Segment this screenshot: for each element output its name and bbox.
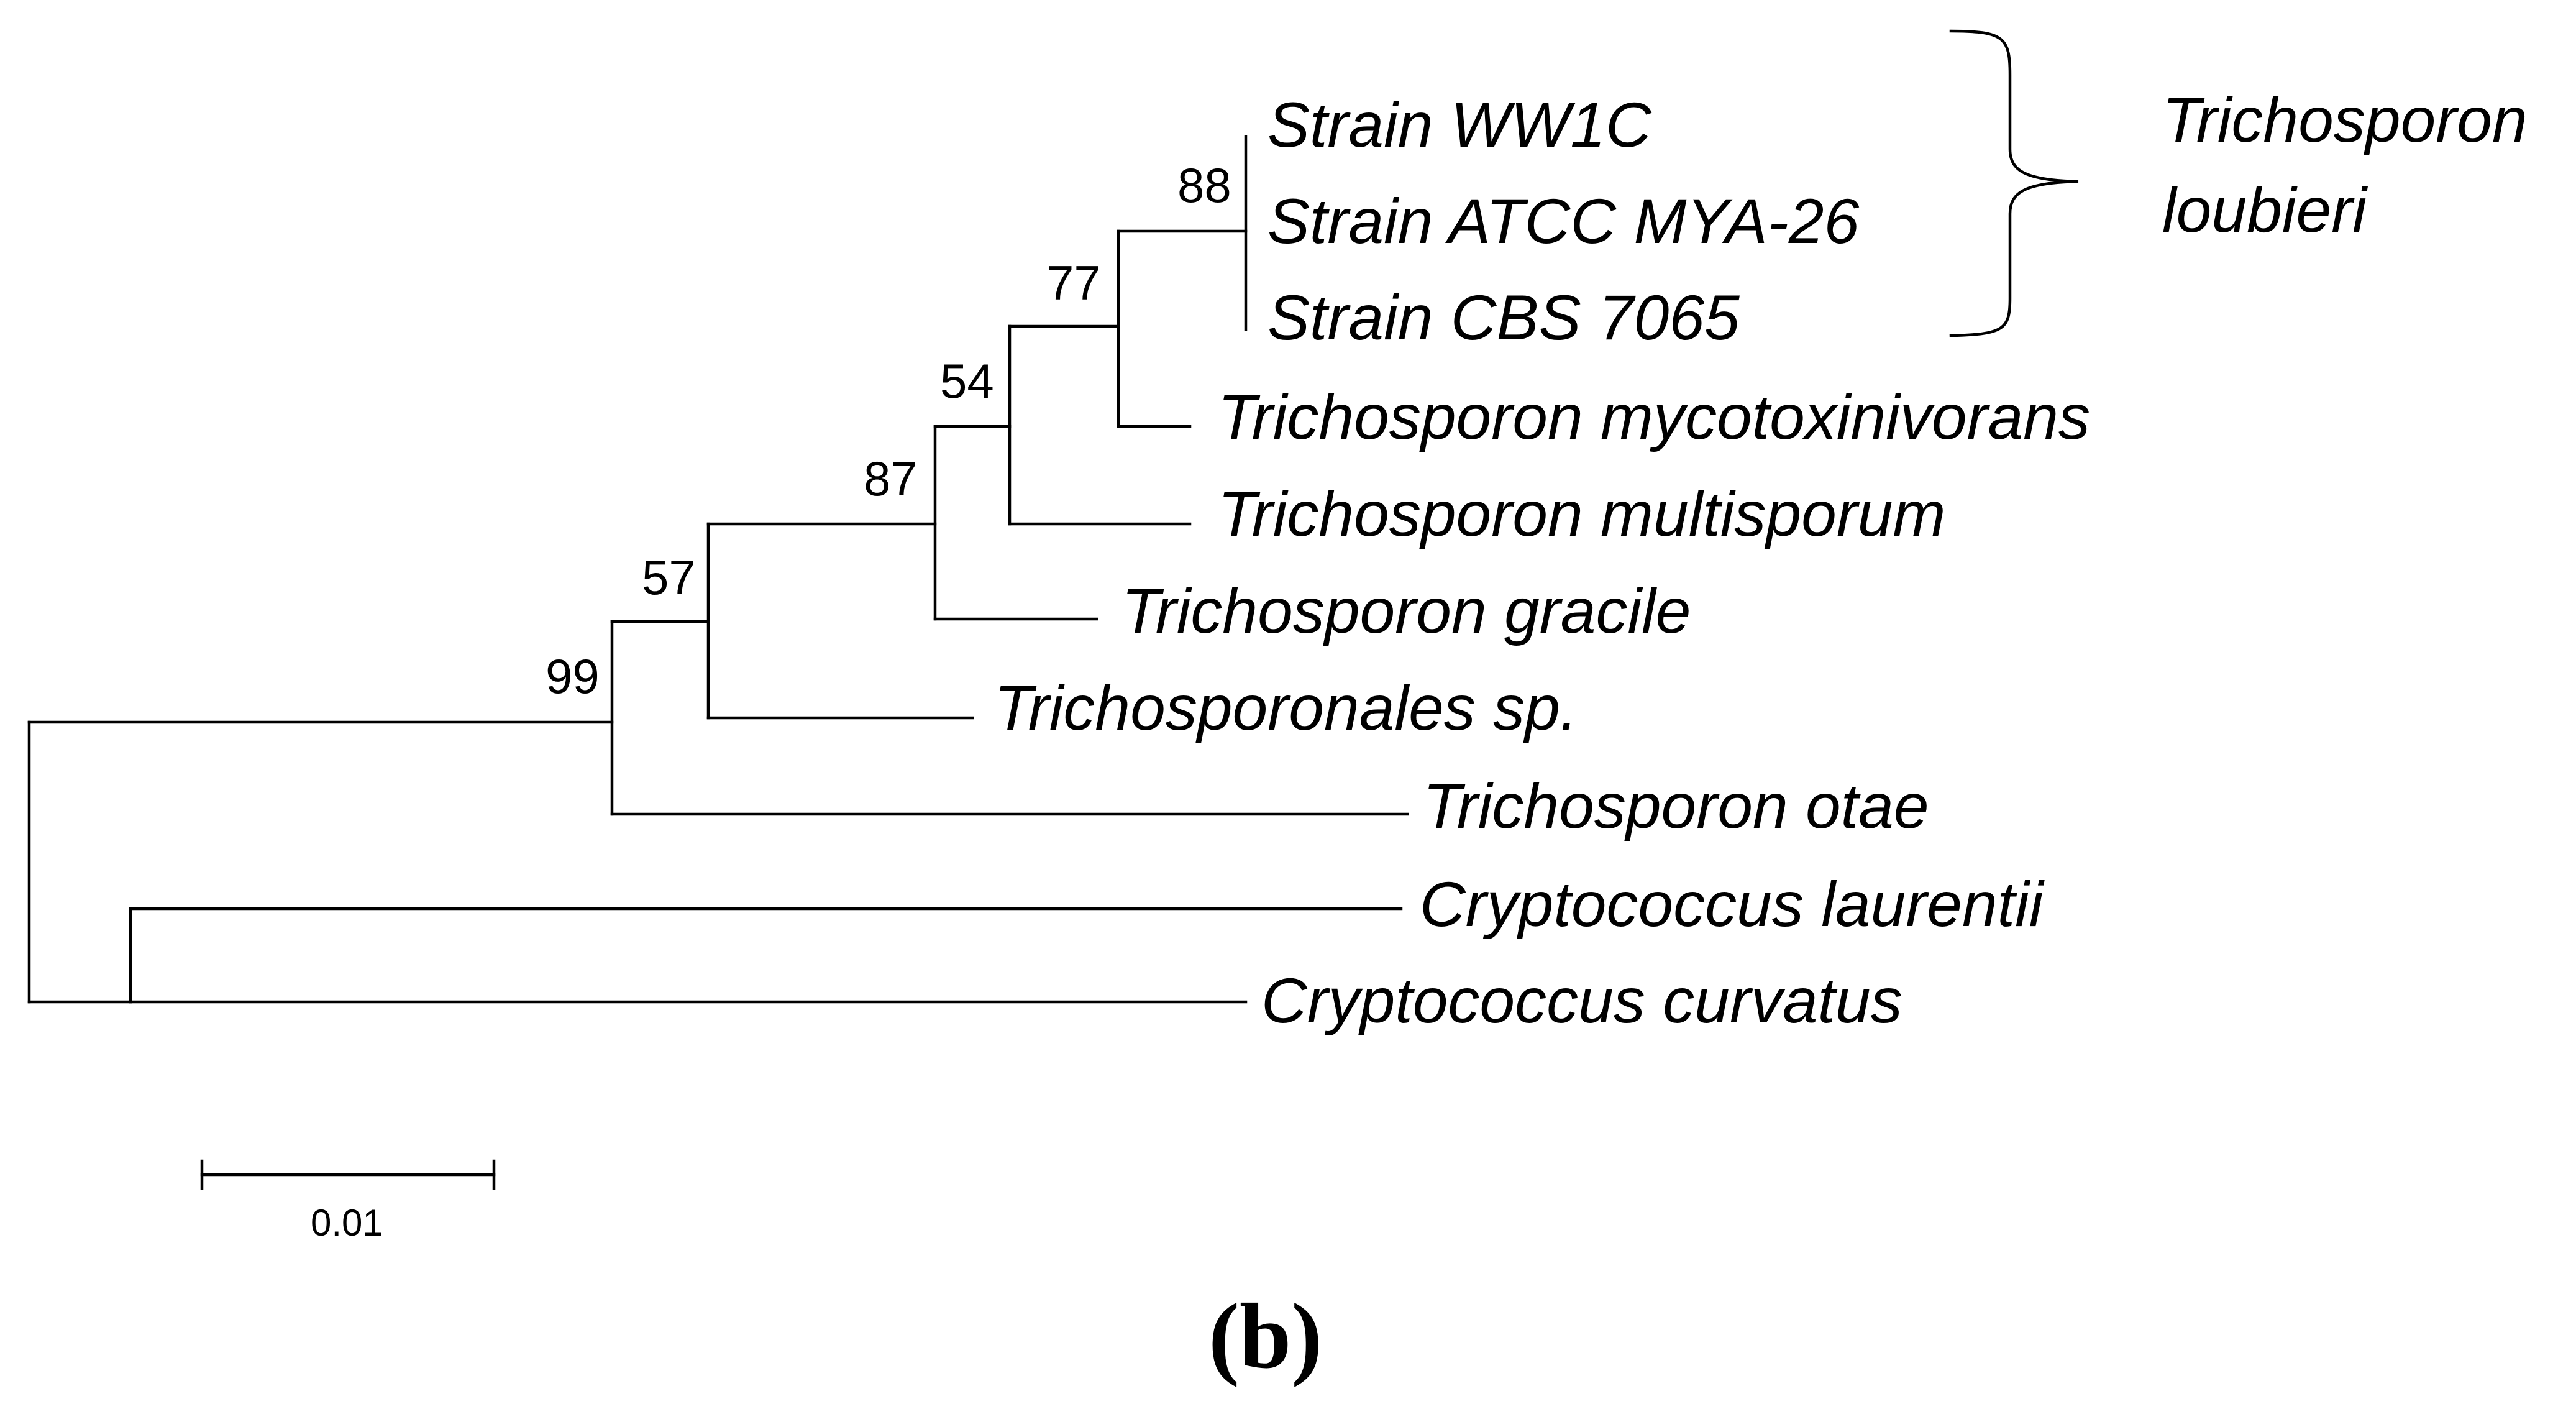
panel-label: (b) [1208, 1285, 1322, 1388]
clade-label-line2: loubieri [2162, 175, 2368, 246]
taxon-label-trichosporon-multisporum: Trichosporon multisporum [1218, 479, 1946, 549]
support-value-88: 88 [1177, 158, 1231, 213]
taxon-label-trichosporon-mycotoxinivorans: Trichosporon mycotoxinivorans [1218, 382, 2090, 452]
taxon-label-trichosporonales-sp: Trichosporonales sp. [994, 672, 1578, 743]
scale-bar: 0.01 [200, 1159, 496, 1244]
clade-brace [1949, 29, 2079, 337]
clade-label-line1: Trichosporon [2162, 85, 2528, 155]
support-value-57: 57 [642, 550, 696, 605]
support-value-99: 99 [546, 649, 600, 704]
taxon-label-strain-ww1c: Strain WW1C [1267, 89, 1652, 160]
support-value-87: 87 [864, 451, 918, 506]
taxon-label-cryptococcus-laurentii: Cryptococcus laurentii [1420, 869, 2045, 940]
taxon-label-trichosporon-gracile: Trichosporon gracile [1121, 576, 1691, 646]
taxon-label-cryptococcus-curvatus: Cryptococcus curvatus [1261, 965, 1902, 1036]
support-value-54: 54 [940, 354, 994, 408]
taxon-label-trichosporon-otae: Trichosporon otae [1423, 771, 1929, 842]
scale-bar-label: 0.01 [311, 1202, 383, 1244]
taxon-label-strain-cbs-7065: Strain CBS 7065 [1267, 282, 1740, 353]
support-value-77: 77 [1047, 255, 1101, 310]
taxon-label-strain-atcc-mya-26: Strain ATCC MYA-26 [1267, 186, 1860, 257]
tree-branches [27, 135, 1409, 1004]
